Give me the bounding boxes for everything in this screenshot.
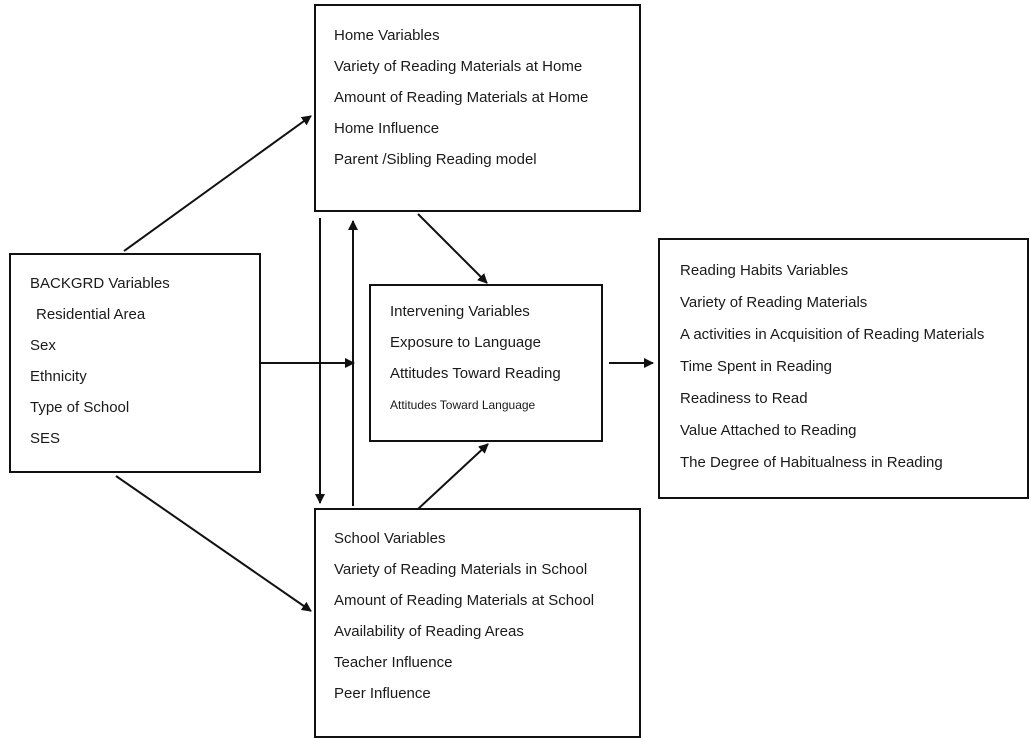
arrow-backgrd-to-home — [123, 115, 312, 252]
backgrd-variable-item: Sex — [30, 337, 56, 354]
reading-habits-variable-item: Time Spent in Reading — [680, 358, 833, 375]
intervening-variable-item: Attitudes Toward Reading — [390, 365, 561, 382]
reading-habits-variables-list: Variety of Reading Materials A activitie… — [680, 295, 1027, 470]
backgrd-variables-list: Residential Area Sex Ethnicity Type of S… — [30, 307, 259, 446]
reading-habits-variable-item: Readiness to Read — [680, 390, 808, 407]
backgrd-variables-title: BACKGRD Variables — [30, 275, 170, 292]
school-variables-box: School Variables Variety of Reading Mate… — [314, 508, 641, 738]
backgrd-variable-item: Type of School — [30, 399, 130, 416]
arrow-school-to-intervening — [417, 443, 489, 510]
reading-habits-variable-item: A activities in Acquisition of Reading M… — [680, 326, 985, 343]
backgrd-variable-item: Residential Area — [36, 306, 146, 323]
reading-habits-variable-item: The Degree of Habitualness in Reading — [680, 454, 943, 471]
arrow-home-to-intervening — [417, 213, 488, 284]
home-variables-box: Home Variables Variety of Reading Materi… — [314, 4, 641, 212]
intervening-variable-item: Exposure to Language — [390, 334, 541, 351]
reading-habits-variables-box: Reading Habits Variables Variety of Read… — [658, 238, 1029, 499]
school-variable-item: Peer Influence — [334, 685, 431, 702]
intervening-variables-list: Exposure to Language Attitudes Toward Re… — [390, 335, 601, 411]
intervening-variables-box: Intervening Variables Exposure to Langua… — [369, 284, 603, 442]
intervening-variables-title: Intervening Variables — [390, 303, 530, 320]
intervening-variable-item: Attitudes Toward Language — [390, 398, 536, 412]
home-variable-item: Amount of Reading Materials at Home — [334, 89, 589, 106]
backgrd-variables-box: BACKGRD Variables Residential Area Sex E… — [9, 253, 261, 473]
home-variables-list: Variety of Reading Materials at Home Amo… — [334, 59, 639, 167]
school-variables-list: Variety of Reading Materials in School A… — [334, 562, 639, 701]
home-variable-item: Home Influence — [334, 120, 440, 137]
school-variable-item: Teacher Influence — [334, 654, 453, 671]
reading-habits-variables-title: Reading Habits Variables — [680, 262, 849, 279]
school-variable-item: Amount of Reading Materials at School — [334, 592, 595, 609]
reading-habits-variable-item: Variety of Reading Materials — [680, 294, 868, 311]
home-variable-item: Parent /Sibling Reading model — [334, 151, 537, 168]
backgrd-variable-item: Ethnicity — [30, 368, 87, 385]
backgrd-variable-item: SES — [30, 430, 61, 447]
school-variables-title: School Variables — [334, 530, 446, 547]
home-variables-title: Home Variables — [334, 27, 440, 44]
school-variable-item: Variety of Reading Materials in School — [334, 561, 588, 578]
reading-habits-variable-item: Value Attached to Reading — [680, 422, 857, 439]
home-variable-item: Variety of Reading Materials at Home — [334, 58, 583, 75]
arrow-backgrd-to-school — [115, 475, 312, 612]
school-variable-item: Availability of Reading Areas — [334, 623, 524, 640]
